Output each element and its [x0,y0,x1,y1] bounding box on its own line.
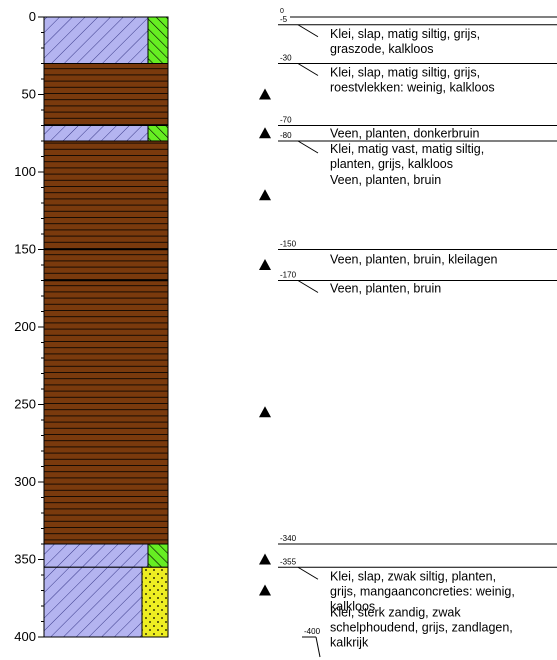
clay-layer [43,543,149,568]
axis-tick-label: 400 [14,629,36,644]
layer-description-line: planten, grijs, kalkloos [330,157,453,171]
layer-description-line: Veen, planten, bruin [330,282,441,296]
silt-side-bar [147,16,169,64]
clay-layer [43,16,149,64]
axis-tick-label: 200 [14,319,36,334]
sample-markers [259,88,271,596]
layer-description-line: Veen, planten, bruin [330,173,441,187]
sand-side-bar [141,566,169,638]
layer-description-line: Klei, slap, matig siltig, grijs, [330,66,480,80]
layer-descriptions: 0-5 -30 -70 -80 -150 -170 -340 -355 -400 Klei, sl… [278,8,557,658]
sample-triangle-icon [259,88,271,100]
depth-marker-label: -400 [304,627,321,636]
soil-column [43,16,169,638]
layer-description-line: roestvlekken: weinig, kalkloos [330,81,495,95]
axis-tick-label: 250 [14,397,36,412]
description-connector [297,63,319,76]
silt-side-bar [147,125,169,142]
description-connector [297,24,319,38]
axis-tick-label: 150 [14,242,36,257]
clay-layer [43,566,143,638]
peat-layer [43,63,169,126]
depth-marker-label: -80 [280,131,292,140]
clay-layer [43,125,149,142]
depth-marker-label: -70 [280,116,292,125]
layer-description-line: grijs, mangaanconcreties: weinig, [330,584,515,598]
sample-triangle-icon [259,127,271,139]
layer-description-line: Veen, planten, donkerbruin [330,127,479,141]
layer-description-line: kalkloos [330,599,375,613]
depth-marker-connector [315,636,321,658]
depth-marker-label: -355 [280,557,297,566]
layer-description-line: kalkrijk [330,636,369,650]
depth-marker-label: -340 [280,534,297,543]
axis-tick-label: 0 [29,9,36,24]
depth-marker-label: -5 [280,15,288,24]
axis-tick-label: 300 [14,474,36,489]
description-connector [297,140,319,154]
sample-triangle-icon [259,189,271,201]
layer-description-line: Veen, planten, bruin, kleilagen [330,253,498,267]
axis-tick-label: 350 [14,552,36,567]
axis-tick-label: 100 [14,164,36,179]
description-connector [297,280,319,293]
silt-side-bar [147,543,169,568]
layer-description-line: schelphoudend, grijs, zandlagen, [330,621,513,635]
layer-description-line: Klei, sterk zandig, zwak [330,606,461,620]
sample-triangle-icon [259,584,271,596]
layer-description-line: graszode, kalkloos [330,42,434,56]
sample-triangle-icon [259,406,271,418]
axis-tick-label: 50 [22,87,36,102]
layer-description-line: Klei, matig vast, matig siltig, [330,142,484,156]
sample-triangle-icon [259,259,271,270]
depth-marker-label: -170 [280,271,297,280]
sample-triangle-icon [259,553,271,565]
layer-description-line: Klei, slap, zwak siltig, planten, [330,569,496,583]
peat-layer [43,140,169,545]
description-connector [297,566,319,580]
depth-marker-label: -30 [280,54,292,63]
depth-marker-label: -150 [280,240,297,249]
depth-marker-label: 0 [280,8,284,15]
depth-axis: 0 50 100 150 200 250 300 350 400 [14,9,45,644]
column-frame [43,16,169,638]
layer-description-line: Klei, slap, matig siltig, grijs, [330,27,480,41]
